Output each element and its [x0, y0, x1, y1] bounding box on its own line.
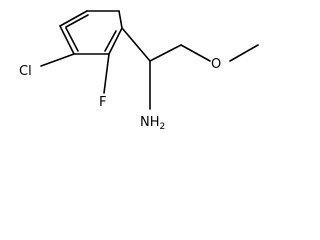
- ring-bond-lower-right: [108, 27, 123, 55]
- atom-label-h-count: 2: [160, 122, 166, 132]
- atom-label-f: F: [99, 95, 106, 110]
- bond-ring-chiral-carbon: [121, 27, 151, 62]
- atom-label-o: O: [211, 57, 221, 72]
- benzene-ring: [59, 10, 123, 55]
- chemical-structure: Cl F NH2 O: [19, 10, 259, 132]
- atom-label-cl: Cl: [19, 64, 32, 79]
- ring-double-bond-right: [104, 30, 117, 52]
- bond-c-cl: [40, 53, 75, 67]
- svg-text:NH2: NH2: [140, 115, 165, 132]
- atom-label-n: N: [140, 115, 150, 130]
- bond-chiral-carbon-ch2: [149, 44, 182, 62]
- atom-label-h: H: [150, 115, 160, 130]
- ring-bond-upper-right: [118, 10, 123, 29]
- ring-bond-left: [59, 25, 75, 55]
- bond-o-methyl: [229, 44, 259, 62]
- bond-ch2-o: [180, 44, 211, 62]
- ring-double-bond-top-left: [65, 14, 89, 28]
- ring-double-bond-bottom-left: [65, 27, 79, 52]
- bond-c-f: [103, 53, 110, 94]
- ring-bond-top-left: [59, 10, 88, 27]
- atom-label-nh2: NH2: [140, 115, 165, 132]
